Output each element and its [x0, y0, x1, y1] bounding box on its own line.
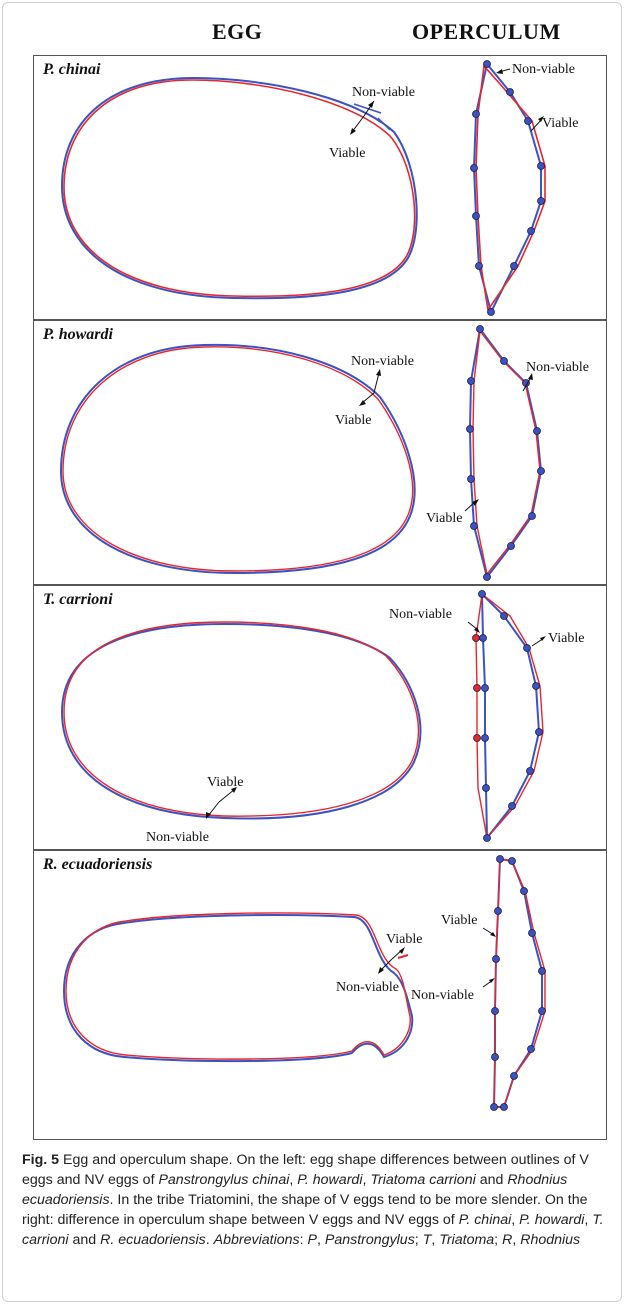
label-egg-viable: Viable — [335, 413, 371, 428]
caption-fig-label: Fig. 5 — [22, 1152, 60, 1168]
panel-1-drawing: Non-viable Viable Non-viable Viable — [60, 60, 578, 316]
operculum-landmarks — [470, 60, 545, 316]
panel-t-carrioni: Viable Non-viable Non-viable Viable T. c… — [33, 585, 607, 850]
panel-species-label: T. carrioni — [43, 591, 113, 608]
operculum-landmarks — [490, 855, 546, 1111]
column-header-operculum: OPERCULUM — [412, 19, 561, 44]
panel-p-howardi: Non-viable Viable Non-viable Viable P. h… — [33, 320, 607, 585]
egg-outline-viable — [62, 346, 414, 572]
egg-outline-non-viable — [59, 343, 416, 575]
egg-outline-non-viable — [60, 622, 422, 820]
operculum-outline-viable — [493, 858, 546, 1108]
label-oper-nonviable: Non-viable — [526, 360, 589, 375]
label-egg-nonviable: Non-viable — [352, 85, 415, 100]
label-egg-nonviable: Non-viable — [146, 830, 209, 845]
operculum-landmarks — [466, 325, 545, 581]
label-oper-viable: Viable — [548, 631, 584, 646]
label-oper-nonviable: Non-viable — [389, 607, 452, 622]
label-oper-viable: Viable — [542, 116, 578, 131]
egg-outline-viable — [63, 621, 420, 817]
label-oper-viable: Viable — [441, 913, 477, 928]
operculum-outline-non-viable — [472, 61, 542, 315]
label-oper-nonviable: Non-viable — [512, 62, 575, 77]
egg-outline-non-viable — [62, 914, 414, 1063]
label-oper-viable: Viable — [426, 511, 462, 526]
label-egg-nonviable: Non-viable — [336, 980, 399, 995]
egg-outline-viable — [63, 79, 416, 298]
panel-4-drawing: Viable Non-viable Viable Non-viable — [62, 855, 546, 1111]
label-egg-nonviable: Non-viable — [351, 354, 414, 369]
panel-species-label: R. ecuadoriensis — [43, 856, 153, 873]
figure-caption: Fig. 5 Egg and operculum shape. On the l… — [22, 1152, 604, 1248]
label-egg-viable: Viable — [207, 775, 243, 790]
panel-r-ecuadoriensis: Viable Non-viable Viable Non-viable R. e… — [33, 850, 607, 1140]
panel-3-drawing: Viable Non-viable Non-viable Viable — [60, 590, 584, 845]
column-header-egg: EGG — [212, 19, 263, 44]
arrow-egg-viable — [351, 115, 365, 133]
panel-species-label: P. chinai — [43, 61, 101, 78]
operculum-landmarks — [472, 590, 543, 842]
egg-outline-non-viable — [60, 76, 418, 300]
panel-p-chinai: Non-viable Viable Non-viable Viable P. c… — [33, 55, 607, 320]
label-egg-viable: Viable — [329, 146, 365, 161]
panel-species-label: P. howardi — [43, 326, 113, 343]
operculum-outline-non-viable — [480, 591, 541, 841]
label-egg-viable: Viable — [386, 932, 422, 947]
egg-outline-viable — [65, 912, 411, 1060]
label-oper-nonviable: Non-viable — [411, 988, 474, 1003]
panel-2-drawing: Non-viable Viable Non-viable Viable — [59, 325, 589, 581]
